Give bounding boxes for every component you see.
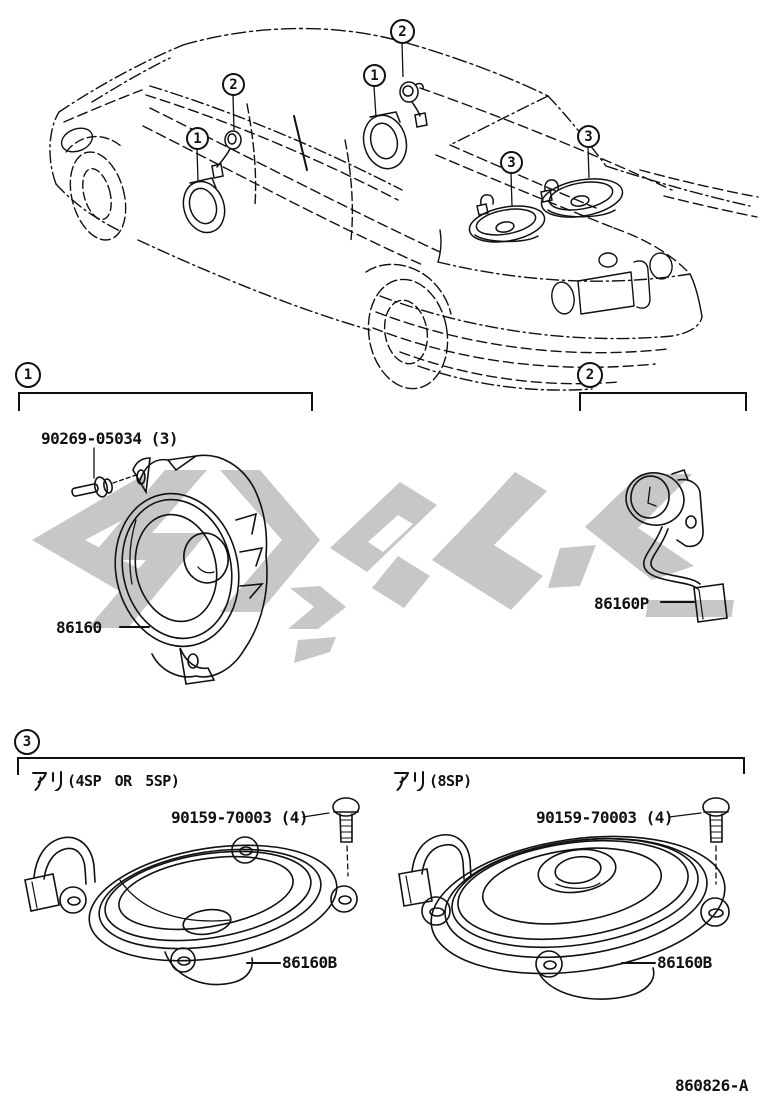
rear-speaker-right-drawing <box>398 797 730 1000</box>
section-1-bracket <box>18 392 313 411</box>
part-number-86160B-left[interactable]: 86160B <box>282 953 337 972</box>
watermark-shape <box>288 586 346 629</box>
callout-tweeter-left[interactable]: 2 <box>222 73 245 96</box>
tweeter-drawing <box>625 469 728 623</box>
variant-note-text: (8SP) <box>429 771 472 790</box>
section-1-marker[interactable]: 1 <box>15 362 41 388</box>
screw-part-number[interactable]: 90159-70003 (4) <box>171 808 309 827</box>
watermark-shape <box>645 600 734 617</box>
car-illustration <box>49 27 759 391</box>
watermark-shape <box>88 470 207 628</box>
screw-part-number[interactable]: 90159-70003 (4) <box>536 808 674 827</box>
watermark-shape <box>548 545 596 588</box>
callout-front-speaker-left[interactable]: 1 <box>186 127 209 150</box>
part-number-86160[interactable]: 86160 <box>56 618 102 637</box>
callout-tweeter-top[interactable]: 2 <box>390 19 415 44</box>
section-2-marker[interactable]: 2 <box>577 362 603 388</box>
kana-ari <box>32 770 62 791</box>
figure-code: 860826-A <box>674 1076 749 1095</box>
variant-note-left: (4SP OR 5SP) <box>32 770 180 791</box>
section-3-marker[interactable]: 3 <box>14 729 40 755</box>
front-speaker-drawing <box>71 447 268 685</box>
watermark-shape <box>294 637 336 663</box>
section-number: 1 <box>23 367 33 383</box>
kana-ari <box>394 770 424 791</box>
callout-number: 1 <box>370 67 379 84</box>
section-number: 3 <box>22 734 32 750</box>
callout-number: 1 <box>193 130 202 147</box>
section-brackets <box>17 392 747 775</box>
watermark-shape <box>432 472 547 610</box>
screw-drawing <box>71 473 140 498</box>
callout-rear-speaker-right[interactable]: 3 <box>577 125 600 148</box>
part-number-86160B-right[interactable]: 86160B <box>657 953 712 972</box>
section-number: 2 <box>585 367 595 383</box>
screw-drawing <box>332 797 360 877</box>
callout-rear-speaker-mid[interactable]: 3 <box>500 151 523 174</box>
variant-note-right: (8SP) <box>394 770 472 791</box>
callout-number: 3 <box>507 154 516 171</box>
watermark-shape <box>372 556 430 608</box>
watermark-shape <box>330 482 437 572</box>
callout-leader-lines <box>196 42 590 207</box>
section-3-bracket <box>17 757 745 775</box>
callout-number: 2 <box>229 76 238 93</box>
screw-part-number[interactable]: 90269-05034 (3) <box>41 429 179 448</box>
section-2-bracket <box>579 392 747 411</box>
car-speaker-locations <box>182 81 624 243</box>
callout-number: 3 <box>584 128 593 145</box>
callout-number: 2 <box>398 23 407 40</box>
rear-speaker-left-drawing <box>24 797 360 986</box>
watermark-shape <box>220 470 320 612</box>
watermark <box>32 470 734 663</box>
watermark-shape <box>585 474 694 580</box>
callout-front-speaker-right[interactable]: 1 <box>363 64 386 87</box>
screw-drawing <box>702 797 730 885</box>
variant-note-text: (4SP OR 5SP) <box>67 771 180 790</box>
part-number-86160P[interactable]: 86160P <box>594 594 649 613</box>
watermark-shape <box>32 474 145 606</box>
